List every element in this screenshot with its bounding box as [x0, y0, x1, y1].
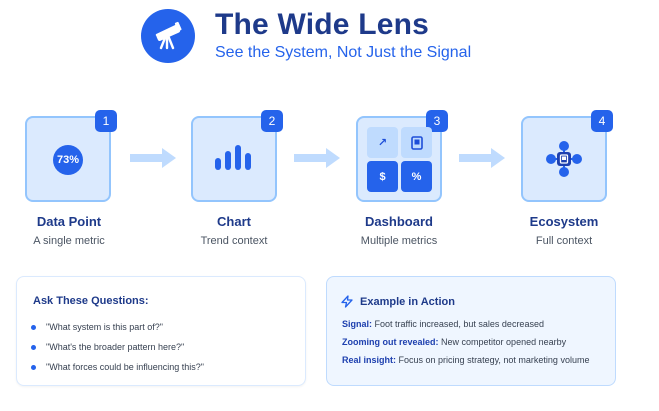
step-label: Ecosystem: [529, 214, 599, 229]
step-card-dashboard: 3 ↗ $ %: [356, 110, 448, 202]
questions-panel: Ask These Questions: "What system is thi…: [16, 276, 306, 386]
step-label: Dashboard: [365, 214, 433, 229]
questions-title: Ask These Questions:: [33, 295, 149, 307]
step-number-badge: 1: [95, 110, 117, 132]
step-card-ecosystem: 4: [521, 110, 613, 202]
example-line-insight: Real insight: Focus on pricing strategy,…: [342, 355, 590, 365]
list-item: "What forces could be influencing this?": [31, 362, 204, 372]
step-number-badge: 2: [261, 110, 283, 132]
example-line-signal: Signal: Foot traffic increased, but sale…: [342, 319, 544, 329]
lightning-icon: [341, 295, 353, 308]
dollar-tile: $: [367, 161, 398, 192]
step-number-badge: 4: [591, 110, 613, 132]
page-title: The Wide Lens: [215, 8, 430, 41]
step-description: Full context: [535, 235, 593, 247]
trend-up-tile: ↗: [367, 127, 398, 158]
step-description: Multiple metrics: [360, 235, 438, 247]
step-card-chart: 2: [191, 110, 283, 202]
page-subtitle: See the System, Not Just the Signal: [215, 44, 472, 61]
bullet-icon: [31, 364, 36, 370]
network-icon: [546, 141, 582, 177]
step-description: Trend context: [200, 235, 268, 247]
arrow-right-icon: [130, 148, 176, 168]
tablet-icon: [410, 135, 423, 150]
example-title: Example in Action: [341, 295, 455, 308]
example-line-zoom: Zooming out revealed: New competitor ope…: [342, 337, 567, 347]
bullet-icon: [31, 324, 36, 330]
header: The Wide Lens See the System, Not Just t…: [141, 8, 471, 64]
tablet-tile: [401, 127, 432, 158]
bullet-icon: [31, 344, 36, 350]
arrow-right-icon: [294, 148, 340, 168]
list-item: "What system is this part of?": [31, 322, 163, 332]
arrow-right-icon: [459, 148, 505, 168]
step-label: Chart: [217, 214, 251, 229]
step-number-badge: 3: [426, 110, 448, 132]
step-card-data-point: 1 73%: [25, 110, 117, 202]
step-description: A single metric: [33, 235, 105, 247]
step-label: Data Point: [36, 214, 102, 229]
list-item: "What's the broader pattern here?": [31, 342, 184, 352]
example-panel: Example in Action Signal: Foot traffic i…: [326, 276, 616, 386]
metric-value-badge: 73%: [53, 145, 83, 175]
telescope-icon: [141, 9, 195, 63]
percent-tile: %: [401, 161, 432, 192]
